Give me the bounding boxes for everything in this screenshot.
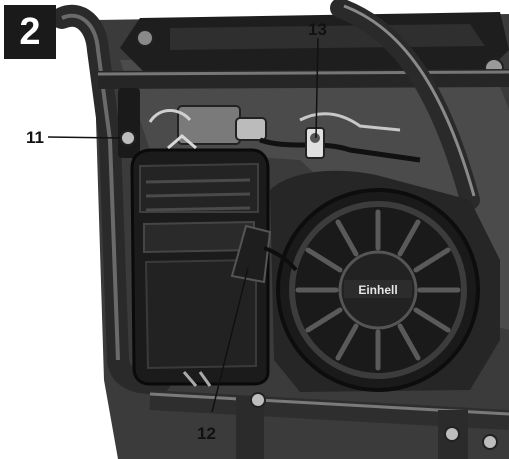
- starter-rope: [263, 246, 298, 272]
- air-filter-vent-upper: [139, 162, 259, 213]
- throttle-linkage: [299, 112, 401, 132]
- vent-rib: [145, 206, 251, 212]
- callout-13-label: 13: [308, 20, 327, 39]
- wire: [148, 109, 192, 123]
- callout-13-leader: [315, 37, 319, 139]
- frame-crossbar-highlight: [97, 70, 509, 76]
- frame-tube-right: [330, 0, 480, 210]
- callout-11-leader: [47, 136, 121, 139]
- fuel-tank-panel: [170, 24, 485, 50]
- callout-12-label: 12: [197, 424, 216, 443]
- vent-rib: [145, 192, 251, 198]
- tank-bolt-icon: [136, 29, 154, 47]
- filter-lower-clips: [182, 371, 212, 387]
- figure-number-badge: 2: [4, 5, 56, 59]
- recoil-starter-vents: [295, 209, 461, 371]
- brand-logo-plate: [344, 280, 412, 298]
- foot-bolt-icon: [250, 392, 266, 408]
- air-filter-cover-panel: [144, 258, 257, 370]
- filter-clip-icon: [167, 134, 197, 150]
- bracket-screw-icon: [120, 130, 136, 146]
- vent-rib: [145, 178, 251, 184]
- recoil-starter-rim: [289, 201, 467, 379]
- frame-tube-left-highlight: [61, 13, 120, 361]
- fuel-valve-knob-icon: [310, 133, 320, 143]
- foot-bolt-icon: [482, 434, 498, 450]
- callout-11-label: 11: [26, 128, 44, 147]
- brand-logo: Einhell: [358, 283, 397, 297]
- frame-tube-right-highlight: [343, 4, 476, 197]
- frame-crossbar-top: [97, 69, 509, 89]
- carburetor: [177, 105, 241, 145]
- air-filter-vent-lower: [143, 220, 255, 254]
- callout-12-leader: [211, 267, 249, 413]
- choke-lever: [235, 117, 267, 141]
- foot-bolt-icon: [444, 426, 460, 442]
- starter-handle: [230, 224, 272, 284]
- filter-bracket: [118, 88, 140, 158]
